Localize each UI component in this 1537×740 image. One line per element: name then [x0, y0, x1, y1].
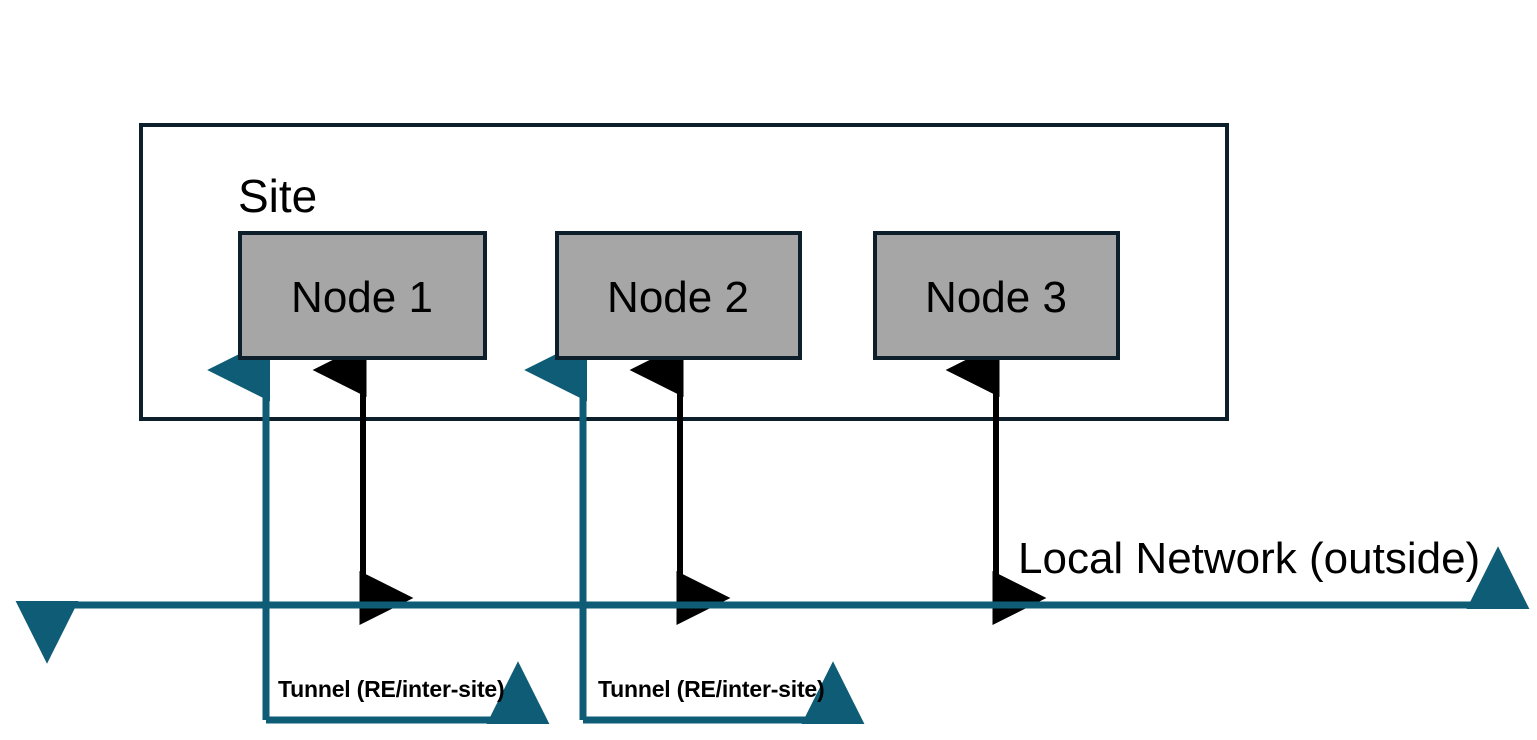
node-box-2[interactable]: Node 2: [555, 231, 802, 360]
node-box-1[interactable]: Node 1: [238, 231, 487, 360]
node-box-3-label: Node 3: [925, 273, 1067, 322]
node-box-3-rect: [873, 231, 1120, 360]
node-box-2-rect: [555, 231, 802, 360]
tunnel-label-2: Tunnel (RE/inter-site): [598, 676, 824, 702]
tunnel-label-1: Tunnel (RE/inter-site): [278, 676, 504, 702]
site-boundary-box: [139, 123, 1229, 421]
site-label: Site: [238, 170, 317, 222]
node-box-1-rect: [238, 231, 487, 360]
node-box-2-label: Node 2: [607, 273, 749, 322]
local-network-label: Local Network (outside): [1018, 534, 1480, 583]
node-box-3[interactable]: Node 3: [873, 231, 1120, 360]
node-box-1-label: Node 1: [291, 273, 433, 322]
